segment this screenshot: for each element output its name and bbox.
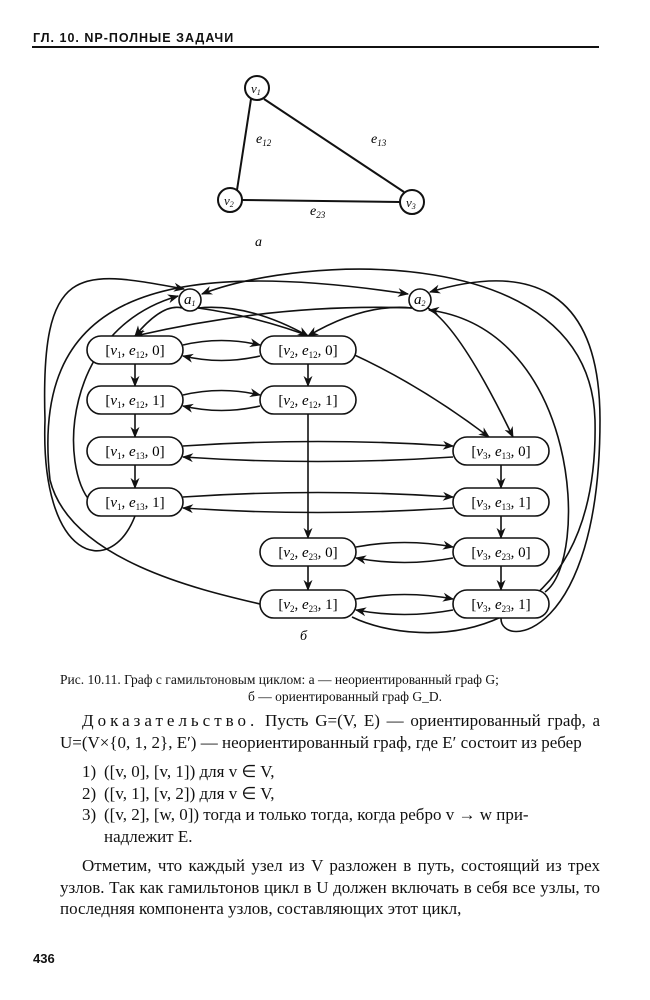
svg-text:[v2, e23, 1]: [v2, e23, 1] bbox=[278, 597, 337, 614]
edge-v2e231-loop-a1 bbox=[200, 268, 596, 634]
edge-a1-to-node bbox=[197, 306, 309, 337]
figure: v1 v2 v3 e12 e13 e23 а a1 a2 [v1, e12, 0] [v2… bbox=[43, 75, 601, 644]
header-rule bbox=[32, 46, 599, 48]
svg-text:[v1, e13, 1]: [v1, e13, 1] bbox=[105, 495, 164, 512]
edge-v1e131-to-a1 bbox=[72, 294, 180, 503]
edge-forward bbox=[355, 592, 455, 602]
svg-text:[v3, e23, 1]: [v3, e23, 1] bbox=[471, 597, 530, 614]
svg-text:v1: v1 bbox=[251, 81, 261, 97]
running-header: ГЛ. 10. NP-ПОЛНЫЕ ЗАДАЧИ bbox=[33, 31, 235, 45]
edge-a1-to-node bbox=[197, 307, 490, 438]
node-v3-e13-1: [v3, e13, 1] bbox=[452, 487, 550, 517]
node-v1-e12-0: [v1, e12, 0] bbox=[86, 335, 184, 365]
edge-backward bbox=[181, 353, 261, 363]
edge-a2-to-node bbox=[427, 307, 514, 439]
edge-backward bbox=[181, 504, 454, 514]
list-item-continuation: надлежит E. bbox=[104, 826, 193, 846]
item-text: ([v, 2], [w, 0]) тогда и только тогда, к… bbox=[104, 805, 529, 824]
node-v2-e23-0: [v2, e23, 0] bbox=[259, 537, 357, 567]
item-text: ([v, 1], [v, 2]) для v ∈ V, bbox=[104, 783, 275, 803]
paragraph: Отметим, что каждый узел из V разложен в… bbox=[60, 856, 600, 918]
paragraph-proof: Доказательство. Пусть G=(V, E) — ориенти… bbox=[60, 710, 600, 753]
svg-text:[v3, e13, 0]: [v3, e13, 0] bbox=[471, 444, 530, 461]
figure-b-nodes: a1 a2 [v1, e12, 0] [v2, e12, 0] [v1, e12, 1]… bbox=[86, 288, 550, 619]
item-number: 3) bbox=[82, 805, 97, 824]
vertex-v2: v2 bbox=[217, 187, 243, 213]
edge-label-e23: e23 bbox=[310, 204, 326, 220]
edge-backward bbox=[354, 607, 454, 617]
figure-a-undirected-graph bbox=[236, 98, 405, 203]
list-item: 1) ([v, 0], [v, 1]) для v ∈ V, bbox=[60, 761, 600, 783]
edge-label-e13: e13 bbox=[371, 132, 387, 148]
svg-text:[v1, e12, 1]: [v1, e12, 1] bbox=[105, 393, 164, 410]
svg-text:a2: a2 bbox=[414, 292, 426, 308]
edge-a2-to-node bbox=[133, 306, 413, 339]
edge-backward bbox=[181, 453, 454, 463]
body-text: Доказательство. Пусть G=(V, E) — ориенти… bbox=[60, 710, 600, 920]
node-v3-e23-0: [v3, e23, 0] bbox=[452, 537, 550, 567]
edge-label-e12: e12 bbox=[256, 132, 272, 148]
vertex-v3: v3 bbox=[399, 189, 425, 215]
edge-loop-right-a2 bbox=[428, 280, 601, 633]
figure-b-edges bbox=[43, 268, 601, 634]
panel-label-a: а bbox=[255, 235, 262, 250]
node-v2-e12-1: [v2, e12, 1] bbox=[259, 385, 357, 415]
list-item: 2) ([v, 1], [v, 2]) для v ∈ V, bbox=[60, 783, 600, 805]
node-v1-e13-0: [v1, e13, 0] bbox=[86, 436, 184, 466]
edge-v3e231-to-a2 bbox=[427, 306, 570, 593]
svg-text:[v2, e12, 1]: [v2, e12, 1] bbox=[278, 393, 337, 410]
svg-text:v2: v2 bbox=[224, 193, 234, 209]
proof-lead: Доказательство. bbox=[82, 711, 259, 730]
figure-caption: Рис. 10.11. Граф с гамильтоновым циклом:… bbox=[60, 671, 600, 705]
svg-text:[v3, e23, 0]: [v3, e23, 0] bbox=[471, 545, 530, 562]
item-number: 2) bbox=[82, 783, 97, 803]
vertex-v1: v1 bbox=[244, 75, 270, 101]
node-v2-e23-1: [v2, e23, 1] bbox=[259, 589, 357, 619]
svg-text:[v3, e13, 1]: [v3, e13, 1] bbox=[471, 495, 530, 512]
edge-forward bbox=[182, 338, 262, 348]
list-item: 3) ([v, 2], [w, 0]) тогда и только тогда,… bbox=[60, 804, 600, 826]
proof-text: Пусть G=(V, E) — ориентированный граф, а… bbox=[60, 711, 600, 752]
caption-line-1: Рис. 10.11. Граф с гамильтоновым циклом:… bbox=[60, 672, 499, 687]
edge-e12 bbox=[236, 98, 252, 191]
edge-forward bbox=[355, 540, 455, 550]
edge-backward bbox=[354, 555, 454, 565]
panel-label-b: б bbox=[300, 629, 308, 644]
node-v3-e23-1: [v3, e23, 1] bbox=[452, 589, 550, 619]
node-v2-e12-0: [v2, e12, 0] bbox=[259, 335, 357, 365]
caption-line-2: б — ориентированный граф G_D. bbox=[247, 689, 443, 704]
edge-loop-left-a1 bbox=[43, 277, 186, 552]
svg-text:a1: a1 bbox=[184, 292, 196, 308]
node-v1-e13-1: [v1, e13, 1] bbox=[86, 487, 184, 517]
edge-e23 bbox=[241, 199, 401, 203]
item-text: ([v, 0], [v, 1]) для v ∈ V, bbox=[104, 762, 275, 781]
svg-text:v3: v3 bbox=[406, 195, 416, 211]
page-number: 436 bbox=[33, 951, 55, 966]
svg-text:[v1, e13, 0]: [v1, e13, 0] bbox=[105, 444, 164, 461]
node-a2: a2 bbox=[408, 288, 432, 312]
item-number: 1) bbox=[82, 762, 97, 781]
node-a1: a1 bbox=[178, 288, 202, 312]
edge-e13 bbox=[263, 98, 405, 193]
edge-backward bbox=[181, 403, 261, 413]
edge-forward bbox=[182, 388, 262, 398]
edge-forward bbox=[182, 440, 455, 450]
edge-a2-to-node bbox=[307, 306, 413, 337]
edge-v2e231-to-a2 bbox=[47, 280, 410, 605]
svg-text:[v2, e23, 0]: [v2, e23, 0] bbox=[278, 545, 337, 562]
edge-forward bbox=[182, 491, 455, 501]
svg-text:[v2, e12, 0]: [v2, e12, 0] bbox=[278, 343, 337, 360]
node-v3-e13-0: [v3, e13, 0] bbox=[452, 436, 550, 466]
node-v1-e12-1: [v1, e12, 1] bbox=[86, 385, 184, 415]
svg-text:[v1, e12, 0]: [v1, e12, 0] bbox=[105, 343, 164, 360]
